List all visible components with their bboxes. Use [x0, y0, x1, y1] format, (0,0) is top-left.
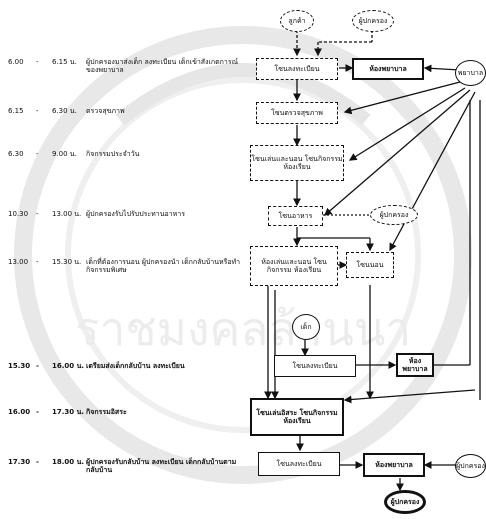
free-play-zone: โซนเล่นอิสระ โซนกิจกรรม ห้องเรียน [250, 398, 344, 436]
parent-oval-mid: ผู้ปกครอง [370, 205, 418, 225]
nurse-room: ห้องพยาบาล [352, 58, 424, 80]
activity-zone: โซนเล่นและนอน โซนกิจกรรม ห้องเรียน [250, 145, 344, 181]
final-registration: โซนลงทะเบียน [258, 452, 340, 476]
sleep-zone: โซนนอน [346, 252, 394, 278]
final-nurse-room: ห้องพยาบาล [363, 453, 425, 477]
registration-zone: โซนลงทะเบียน [256, 58, 338, 80]
nurse-oval: พยาบาล [455, 60, 486, 86]
dining-zone: โซนอาหาร [268, 206, 323, 226]
child-oval: เด็ก [292, 314, 320, 340]
parent-oval-end: ผู้ปกครอง [455, 454, 486, 478]
checkout-zone: โซนลงทะเบียน [274, 355, 356, 377]
parent-oval-bottom: ผู้ปกครอง [384, 490, 426, 514]
parent-oval-top: ผู้ปกครอง [352, 10, 394, 32]
nurse-room-2: ห้องพยาบาล [396, 353, 434, 377]
health-check-zone: โซนตรวจสุขภาพ [256, 102, 338, 124]
customer-oval: ลูกค้า [280, 10, 314, 32]
rest-zone: ห้องเล่นและนอน โซนกิจกรรม ห้องเรียน [250, 246, 338, 286]
